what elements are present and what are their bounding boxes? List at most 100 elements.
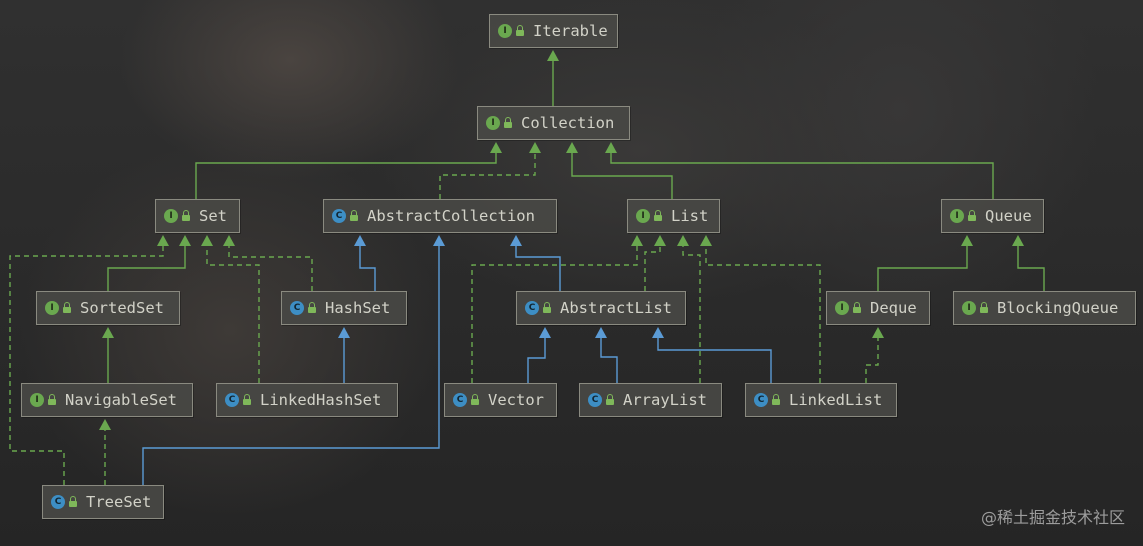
edge-arrowhead — [354, 235, 366, 246]
node-navigable-set[interactable]: I NavigableSet — [21, 383, 193, 417]
node-tree-set[interactable]: C TreeSet — [42, 485, 164, 519]
interface-icon: I — [636, 209, 650, 223]
node-label: Vector — [488, 391, 544, 409]
edge-linkedhashset-set — [201, 235, 260, 383]
edge-line — [228, 244, 313, 291]
node-label: Collection — [521, 114, 615, 132]
edge-arrowhead — [179, 235, 191, 246]
class-icon: C — [290, 301, 304, 315]
node-deque[interactable]: I Deque — [826, 291, 930, 325]
edge-arrowhead — [338, 327, 350, 338]
edge-line — [865, 336, 879, 383]
edge-arrowhead — [631, 235, 643, 246]
public-lock-icon — [243, 394, 251, 405]
public-lock-icon — [516, 25, 524, 36]
node-hash-set[interactable]: C HashSet — [281, 291, 407, 325]
node-set[interactable]: I Set — [155, 199, 240, 233]
edge-hashset-set — [223, 235, 313, 291]
edge-linkedlist-list — [700, 235, 821, 383]
public-lock-icon — [543, 302, 551, 313]
edge-arrowhead — [99, 419, 111, 430]
edge-arrowhead — [547, 50, 559, 61]
class-icon: C — [453, 393, 467, 407]
edge-line — [9, 244, 164, 485]
edge-vector-abstractlist — [527, 327, 551, 383]
node-blocking-queue[interactable]: I BlockingQueue — [953, 291, 1136, 325]
node-label: SortedSet — [80, 299, 164, 317]
edge-linkedlist-deque — [865, 327, 884, 383]
node-label: BlockingQueue — [997, 299, 1119, 317]
node-array-list[interactable]: C ArrayList — [579, 383, 722, 417]
public-lock-icon — [308, 302, 316, 313]
edge-arrowhead — [872, 327, 884, 338]
node-linked-hash-set[interactable]: C LinkedHashSet — [216, 383, 398, 417]
edge-line — [600, 336, 618, 383]
edge-arrowhead — [539, 327, 551, 338]
interface-icon: I — [835, 301, 849, 315]
edge-arrowhead — [605, 142, 617, 153]
node-abstract-list[interactable]: C AbstractList — [516, 291, 686, 325]
edge-abstractlist-abstractcollection — [510, 235, 561, 291]
interface-icon: I — [498, 24, 512, 38]
edge-arraylist-abstractlist — [595, 327, 618, 383]
public-lock-icon — [606, 394, 614, 405]
interface-icon: I — [486, 116, 500, 130]
edge-arrowhead — [654, 235, 666, 246]
class-icon: C — [51, 495, 65, 509]
interface-icon: I — [164, 209, 178, 223]
public-lock-icon — [654, 210, 662, 221]
edge-arrowhead — [652, 327, 664, 338]
edge-arrowhead — [700, 235, 712, 246]
edge-arrowhead — [433, 235, 445, 246]
edge-line — [571, 151, 673, 199]
node-collection[interactable]: I Collection — [477, 106, 630, 140]
node-abstract-collection[interactable]: C AbstractCollection — [323, 199, 557, 233]
node-label: Iterable — [533, 22, 608, 40]
edge-arrowhead — [961, 235, 973, 246]
edge-line — [515, 244, 561, 291]
edge-line — [1017, 244, 1045, 291]
edge-arrowhead — [157, 235, 169, 246]
interface-icon: I — [962, 301, 976, 315]
node-label: Queue — [985, 207, 1032, 225]
edge-line — [682, 244, 701, 383]
interface-icon: I — [950, 209, 964, 223]
edge-line — [610, 151, 994, 199]
edge-line — [107, 244, 186, 291]
edge-collection-iterable — [547, 50, 559, 106]
edge-arrowhead — [102, 327, 114, 338]
node-list[interactable]: I List — [627, 199, 720, 233]
edge-arrowhead — [223, 235, 235, 246]
edge-sortedset-set — [107, 235, 191, 291]
edge-arrowhead — [595, 327, 607, 338]
edge-arrowhead — [510, 235, 522, 246]
edge-abstractcollection-collection — [439, 142, 541, 199]
node-iterable[interactable]: I Iterable — [489, 14, 618, 48]
node-label: AbstractList — [560, 299, 672, 317]
edge-line — [657, 336, 772, 383]
node-label: Set — [199, 207, 227, 225]
node-vector[interactable]: C Vector — [444, 383, 557, 417]
edge-treeset-set — [9, 235, 169, 485]
edge-list-collection — [566, 142, 673, 199]
edge-arrowhead — [490, 142, 502, 153]
node-label: Deque — [870, 299, 917, 317]
public-lock-icon — [980, 302, 988, 313]
edge-arrowhead — [529, 142, 541, 153]
node-label: List — [671, 207, 709, 225]
edge-line — [359, 244, 376, 291]
node-queue[interactable]: I Queue — [941, 199, 1044, 233]
edge-line — [705, 244, 821, 383]
node-sorted-set[interactable]: I SortedSet — [36, 291, 180, 325]
node-linked-list[interactable]: C LinkedList — [745, 383, 897, 417]
edge-arraylist-list — [677, 235, 701, 383]
class-icon: C — [525, 301, 539, 315]
edge-line — [527, 336, 546, 383]
public-lock-icon — [504, 117, 512, 128]
node-label: TreeSet — [86, 493, 152, 511]
node-label: NavigableSet — [65, 391, 177, 409]
public-lock-icon — [69, 496, 77, 507]
public-lock-icon — [182, 210, 190, 221]
